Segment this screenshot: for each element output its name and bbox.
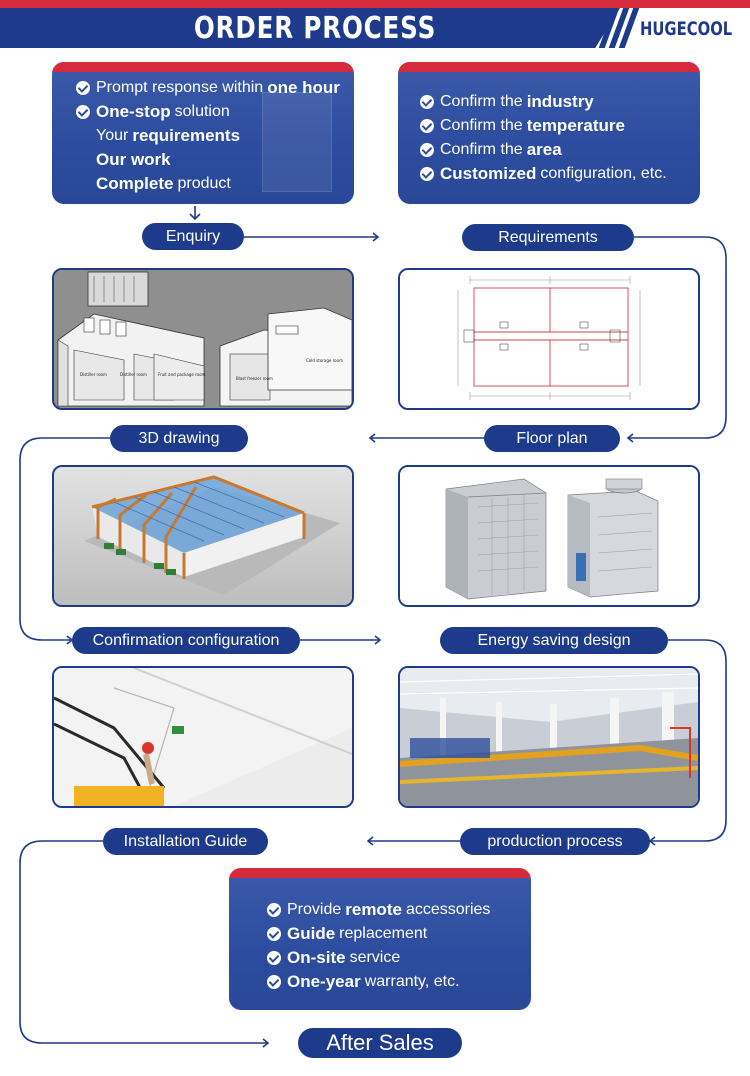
step-energy-saving-design: Energy saving design — [440, 627, 668, 654]
page-header: ORDER PROCESS HUGECOOL — [0, 0, 750, 52]
page-title: ORDER PROCESS — [193, 11, 437, 46]
cold-room-3d-drawing: Distiller room Distiller room Fruit and … — [54, 270, 352, 408]
check-circle-icon — [267, 903, 281, 917]
arrow-head — [372, 232, 380, 242]
check-circle-icon — [267, 951, 281, 965]
brand-logo: HUGECOOL — [636, 12, 748, 46]
check-circle-icon — [420, 119, 434, 133]
check-circle-icon — [267, 927, 281, 941]
card-red-cap — [52, 62, 354, 72]
room-label: Fruit and package room — [158, 372, 206, 377]
check-circle-icon — [420, 167, 434, 181]
image-production-line — [398, 666, 700, 808]
header-red-band — [0, 0, 750, 8]
check-circle-icon — [420, 143, 434, 157]
image-warehouse-model — [52, 465, 354, 607]
step-after-sales: After Sales — [298, 1028, 462, 1058]
connector-installation-aftersales — [19, 840, 268, 1044]
image-floor-plan — [398, 268, 700, 410]
image-3d-drawing: Distiller room Distiller room Fruit and … — [52, 268, 354, 410]
header-title-bar — [0, 8, 620, 48]
connector-requirements-floorplan — [628, 236, 727, 439]
step-3d-drawing: 3D drawing — [110, 425, 248, 452]
check-circle-icon — [76, 105, 90, 119]
image-installation — [52, 666, 354, 808]
installation-photo — [54, 668, 352, 806]
condenser-units — [400, 467, 698, 605]
connector-3d-confirmation — [19, 437, 110, 641]
brand-logo-text: HUGECOOL — [640, 18, 733, 40]
arrow-head — [366, 836, 374, 846]
arrow-head — [262, 1038, 270, 1048]
card-red-cap — [229, 868, 531, 878]
card-red-cap — [398, 62, 700, 72]
enquiry-down-arrow-head — [189, 213, 201, 221]
step-enquiry: Enquiry — [142, 223, 244, 250]
warehouse-3d-model — [54, 467, 352, 605]
check-circle-icon — [76, 81, 90, 95]
step-floor-plan: Floor plan — [484, 425, 620, 452]
arrow-head — [626, 433, 634, 443]
room-label: Blast freezer room — [236, 376, 273, 381]
connector-energy-production — [650, 639, 727, 842]
cold-room-door-ghost — [262, 92, 332, 192]
step-installation-guide: Installation Guide — [103, 828, 268, 855]
room-label: Distiller room — [120, 372, 147, 377]
step-requirements: Requirements — [462, 224, 634, 251]
factory-photo — [400, 668, 698, 806]
step-confirmation-configuration: Confirmation configuration — [72, 627, 300, 654]
list-item: Our work — [96, 150, 171, 169]
step-production-process: production process — [460, 828, 650, 855]
check-circle-icon — [267, 975, 281, 989]
arrow-head — [648, 836, 656, 846]
floor-plan-drawing — [400, 270, 698, 408]
check-circle-icon — [420, 95, 434, 109]
room-label: Distiller room — [80, 372, 107, 377]
room-label: Cold storage room — [306, 358, 343, 363]
image-evaporative-condensers — [398, 465, 700, 607]
arrow-head — [374, 635, 382, 645]
arrow-head — [368, 433, 376, 443]
